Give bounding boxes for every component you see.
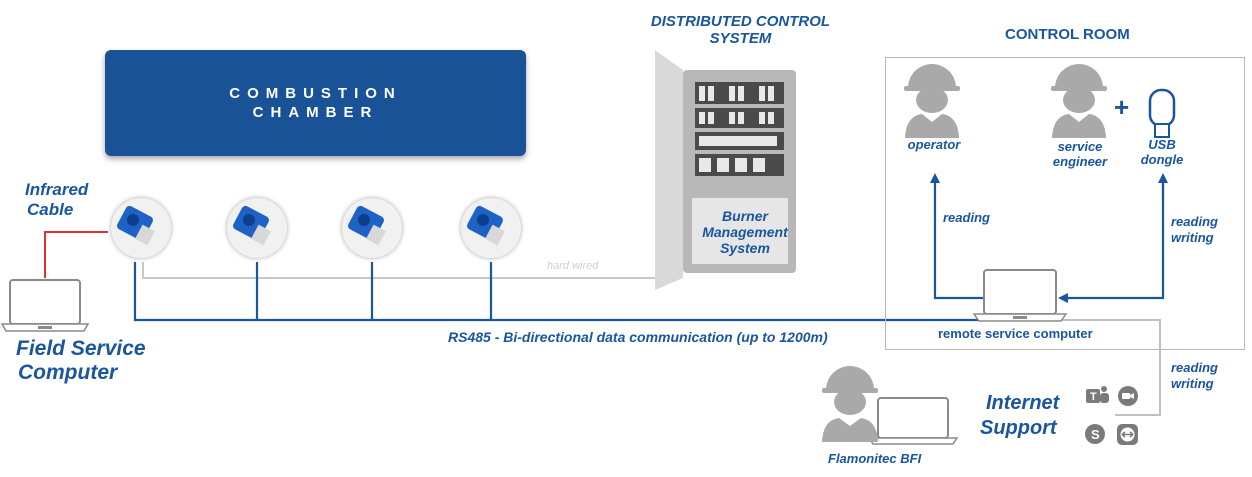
reading-label-left: reading — [943, 210, 990, 225]
operator-label: operator — [907, 137, 961, 152]
usb-dongle-label: USB dongle — [1130, 137, 1194, 167]
service-engineer-person-graphic — [1051, 64, 1107, 138]
reading-writing-label-lower: reading writing — [1171, 360, 1218, 392]
teams-icon: T — [1086, 386, 1109, 403]
svg-text:T: T — [1090, 391, 1097, 403]
internet-support-label: Internet Support — [980, 391, 1059, 441]
bms-line1: Burner — [722, 208, 768, 224]
usb-line2: dongle — [1140, 152, 1184, 167]
service-engineer-label: service engineer — [1042, 139, 1118, 169]
reading-upper: reading — [1171, 214, 1218, 229]
rs485-label: RS485 - Bi-directional data communicatio… — [448, 329, 828, 345]
svg-text:S: S — [1091, 427, 1100, 442]
remote-laptop-graphic — [972, 269, 1068, 322]
zoom-icon — [1118, 386, 1138, 406]
control-room-box — [885, 57, 1245, 350]
writing-upper: writing — [1171, 230, 1214, 245]
internet-link-line — [1055, 319, 1161, 416]
dcs-title-line1: DISTRIBUTED CONTROL — [650, 13, 831, 30]
plus-sign: + — [1114, 92, 1130, 122]
support-apps: T S — [1083, 384, 1143, 450]
scanner-icon — [117, 205, 155, 246]
reading-writing-label-upper: reading writing — [1171, 214, 1218, 246]
dcs-title-line2: SYSTEM — [709, 30, 772, 47]
flame-scanner-1 — [111, 198, 171, 258]
hard-wired-line — [142, 262, 655, 279]
control-room-title: CONTROL ROOM — [1005, 26, 1130, 43]
infrared-line1: Infrared — [25, 180, 89, 199]
service-engineer-line1: service — [1057, 139, 1103, 154]
reading-writing-arrow-dongle — [1058, 178, 1165, 303]
flamonitec-label: Flamonitec BFI — [828, 451, 922, 466]
field-service-computer-label: Field Service Computer — [16, 337, 146, 385]
chamber-line2: CHAMBER — [252, 104, 379, 121]
skype-icon: S — [1085, 424, 1105, 444]
bms-label: Burner Management System — [695, 208, 795, 256]
service-engineer-line2: engineer — [1052, 154, 1108, 169]
infrared-cable-label: Infrared Cable — [25, 180, 88, 220]
internet-line1: Internet — [986, 392, 1060, 414]
combustion-chamber: COMBUSTION CHAMBER — [105, 50, 526, 156]
bms-line3: System — [720, 240, 770, 256]
reading-arrow-operator — [930, 173, 985, 300]
usb-line1: USB — [1148, 137, 1176, 152]
internet-line2: Support — [980, 417, 1057, 439]
flame-scanner-3 — [342, 198, 402, 258]
rs485-bus — [133, 262, 985, 322]
flame-scanner-4 — [461, 198, 521, 258]
reading-lower: reading — [1171, 360, 1218, 375]
dcs-title: DISTRIBUTED CONTROL SYSTEM — [628, 13, 853, 47]
teamviewer-icon — [1117, 424, 1138, 445]
usb-dongle-graphic — [1148, 88, 1176, 138]
field-computer-line1: Field Service — [16, 337, 146, 360]
hard-wired-label: hard wired — [547, 260, 599, 272]
field-computer-line2: Computer — [18, 361, 118, 384]
infrared-line2: Cable — [27, 200, 74, 219]
infrared-cable — [44, 231, 108, 278]
flamonitec-person-graphic — [822, 366, 878, 442]
bms-line2: Management — [702, 224, 788, 240]
flamonitec-laptop-graphic — [867, 397, 959, 445]
scanner-icon — [348, 205, 386, 246]
scanner-icon — [233, 205, 271, 246]
dcs-cabinet — [655, 50, 796, 290]
writing-lower: writing — [1171, 376, 1214, 391]
chamber-line1: COMBUSTION — [229, 85, 402, 102]
operator-person-graphic — [904, 64, 960, 138]
scanner-icon — [467, 205, 505, 246]
remote-service-computer-label: remote service computer — [938, 326, 1093, 341]
field-laptop-graphic — [0, 279, 90, 332]
flame-scanner-2 — [227, 198, 287, 258]
